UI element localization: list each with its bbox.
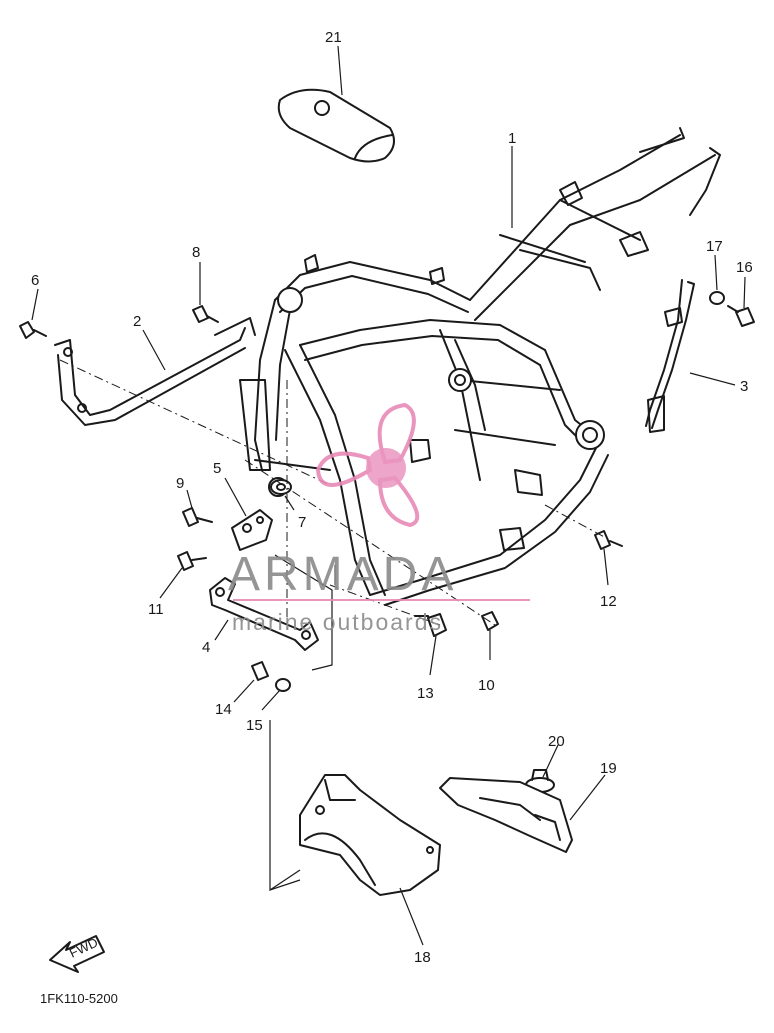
label-8: 8 <box>192 244 200 261</box>
bolt-part-9 <box>182 507 213 527</box>
label-2: 2 <box>133 313 141 330</box>
washer-part-15 <box>275 678 291 692</box>
label-4: 4 <box>202 639 210 656</box>
label-20: 20 <box>548 733 565 750</box>
bolt-part-16 <box>727 305 755 327</box>
label-5: 5 <box>213 460 221 477</box>
nut-part-14 <box>251 661 269 681</box>
label-16: 16 <box>736 259 753 276</box>
nut-part-17 <box>709 291 725 305</box>
leader-lines <box>31 45 746 946</box>
label-13: 13 <box>417 685 434 702</box>
label-18: 18 <box>414 949 431 966</box>
label-6: 6 <box>31 272 39 289</box>
fwd-arrow-icon: FWD <box>49 935 105 973</box>
label-9: 9 <box>176 475 184 492</box>
alignment-lines <box>59 359 611 630</box>
lower-bracket-part-4 <box>209 577 319 651</box>
label-14: 14 <box>215 701 232 718</box>
bolt-part-8 <box>192 305 219 323</box>
label-19: 19 <box>600 760 617 777</box>
bolt-part-12 <box>594 530 623 550</box>
plate-part-5 <box>231 509 273 551</box>
lower-cover-part-18 <box>299 774 441 896</box>
label-1: 1 <box>508 130 516 147</box>
watermark: ARMADA marine outboards <box>228 402 530 635</box>
watermark-brand: ARMADA <box>228 548 457 601</box>
assembly-lines <box>269 554 336 892</box>
label-7: 7 <box>298 514 306 531</box>
diagram-code: 1FK110-5200 <box>40 991 118 1006</box>
bolt-part-11 <box>177 551 207 571</box>
label-3: 3 <box>740 378 748 395</box>
label-15: 15 <box>246 717 263 734</box>
bolt-part-6 <box>19 321 47 339</box>
main-frame-part-1 <box>239 127 721 606</box>
side-cover-part-19 <box>439 777 573 853</box>
propeller-logo-icon <box>315 402 420 528</box>
nut-part-10 <box>481 611 499 631</box>
rear-stay-part-3 <box>645 279 695 433</box>
label-21: 21 <box>325 29 342 46</box>
label-10: 10 <box>478 677 495 694</box>
collar-part-7 <box>270 479 292 495</box>
watermark-tagline: marine outboards <box>232 609 443 635</box>
part-labels: 1 2 3 4 5 6 7 8 9 10 11 12 13 14 15 16 1… <box>31 29 753 966</box>
label-17: 17 <box>706 238 723 255</box>
seat-pad-part-21 <box>277 88 395 163</box>
label-11: 11 <box>148 601 164 618</box>
label-12: 12 <box>600 593 617 610</box>
front-bracket-part-2 <box>54 317 256 426</box>
bolt-part-13 <box>414 613 447 637</box>
